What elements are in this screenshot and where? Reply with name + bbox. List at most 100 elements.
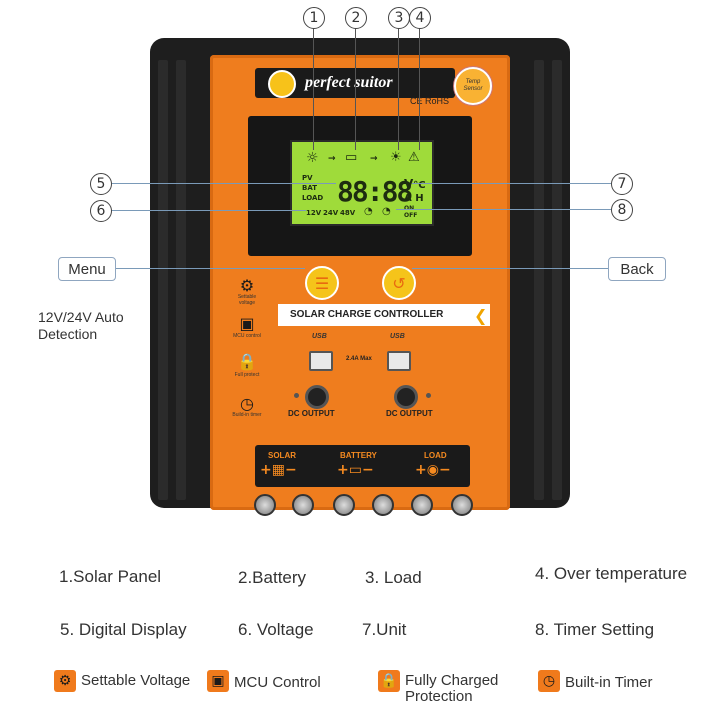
terminal-battery-label: BATTERY bbox=[340, 451, 377, 460]
dc-output-label: DC OUTPUT bbox=[288, 409, 335, 418]
battery-icon: ▭ bbox=[345, 150, 358, 165]
heatsink-fin bbox=[534, 60, 544, 500]
lcd-on: ON bbox=[404, 205, 414, 212]
certifications: CE RoHS bbox=[410, 96, 450, 106]
chevron-left-icon: ❮ bbox=[474, 306, 488, 325]
legend-item: 6. Voltage bbox=[238, 620, 314, 639]
feature-label: MCU Control bbox=[234, 674, 321, 691]
callout-line bbox=[313, 28, 314, 150]
sun-logo-icon bbox=[268, 70, 296, 98]
menu-icon: ☰ bbox=[314, 273, 330, 293]
led-indicator bbox=[426, 393, 431, 398]
terminal-screw[interactable] bbox=[411, 494, 433, 516]
back-icon: ↺ bbox=[392, 273, 406, 293]
terminal-screw[interactable] bbox=[292, 494, 314, 516]
callout-7: 7 bbox=[611, 173, 633, 195]
timer-icon: ◔ bbox=[364, 206, 373, 217]
back-button[interactable]: ↺ bbox=[382, 266, 416, 300]
lcd-24v: 24V bbox=[323, 209, 339, 217]
lock-icon: 🔒 bbox=[378, 670, 400, 692]
callout-line bbox=[412, 268, 608, 269]
terminal-screw[interactable] bbox=[372, 494, 394, 516]
usb-port-left[interactable] bbox=[309, 351, 333, 371]
lcd-load-label: LOAD bbox=[302, 194, 324, 202]
panel-title: SOLAR CHARGE CONTROLLER bbox=[290, 309, 444, 320]
callout-line bbox=[419, 28, 420, 150]
terminal-load-label: LOAD bbox=[424, 451, 447, 460]
callout-line bbox=[412, 183, 611, 184]
menu-button[interactable]: ☰ bbox=[305, 266, 339, 300]
lcd-12v: 12V bbox=[306, 209, 322, 217]
legend-item: 3. Load bbox=[365, 568, 422, 587]
gear-icon: ⚙ bbox=[239, 275, 255, 295]
terminal-screw[interactable] bbox=[254, 494, 276, 516]
heatsink-fin bbox=[176, 60, 186, 500]
callout-line bbox=[111, 210, 306, 211]
lcd-unit-c: °C bbox=[413, 180, 426, 191]
solar-panel-icon: +▦− bbox=[260, 462, 297, 478]
solar-panel-icon: ☼ bbox=[306, 150, 319, 166]
dc-output-jack-left[interactable] bbox=[305, 385, 329, 409]
side-label: MCU control bbox=[233, 333, 261, 339]
side-label: Settable voltage bbox=[237, 294, 257, 306]
auto-detection-note: 12V/24V Auto Detection bbox=[38, 309, 124, 342]
usb-label: USB bbox=[312, 333, 327, 340]
heatsink-fin bbox=[552, 60, 562, 500]
usb-max: 2.4A Max bbox=[346, 356, 372, 362]
arrow-right-icon: → bbox=[370, 154, 378, 164]
legend-item: 7.Unit bbox=[362, 620, 407, 639]
load-icon: +◉− bbox=[415, 462, 451, 478]
side-label: Full protect bbox=[234, 372, 260, 378]
feature-label: Built-in Timer bbox=[565, 674, 653, 691]
usb-label: USB bbox=[390, 333, 405, 340]
terminal-screw[interactable] bbox=[333, 494, 355, 516]
lcd-bat-label: BAT bbox=[302, 184, 317, 192]
clock-icon: ◷ bbox=[538, 670, 560, 692]
terminal-screw[interactable] bbox=[451, 494, 473, 516]
feature-label: Fully Charged Protection bbox=[405, 672, 499, 705]
gear-icon: ⚙ bbox=[54, 670, 76, 692]
temp-sensor: Temp Sensor bbox=[454, 67, 492, 105]
callout-line bbox=[115, 268, 305, 269]
dc-output-jack-right[interactable] bbox=[394, 385, 418, 409]
menu-callout: Menu bbox=[58, 257, 116, 281]
legend-item: 8. Timer Setting bbox=[535, 620, 655, 639]
dc-output-label: DC OUTPUT bbox=[386, 409, 433, 418]
label-bar bbox=[278, 304, 490, 326]
legend-item: 5. Digital Display bbox=[60, 620, 187, 639]
lcd-unit-ah: A H bbox=[404, 193, 424, 204]
legend-item: 1.Solar Panel bbox=[59, 567, 162, 586]
callout-6: 6 bbox=[90, 200, 112, 222]
side-label: Build-in timer bbox=[232, 412, 262, 418]
feature-label: Settable Voltage bbox=[81, 672, 191, 689]
callout-5: 5 bbox=[90, 173, 112, 195]
callout-8: 8 bbox=[611, 199, 633, 221]
load-bulb-icon: ☀ bbox=[390, 150, 402, 165]
lcd-digits: 88:88 bbox=[337, 175, 413, 208]
terminal-bar bbox=[255, 445, 470, 487]
lcd-48v: 48V bbox=[340, 209, 356, 217]
brand-name: perfect suitor bbox=[305, 74, 393, 91]
timer-icon: ◔ bbox=[382, 206, 391, 217]
back-callout: Back bbox=[608, 257, 666, 281]
callout-2: 2 bbox=[345, 7, 367, 29]
heatsink-fin bbox=[158, 60, 168, 500]
chip-icon: ▣ bbox=[239, 313, 255, 333]
callout-4: 4 bbox=[409, 7, 431, 29]
callout-line bbox=[398, 28, 399, 150]
lcd-unit-v: V bbox=[404, 177, 414, 191]
legend-item: 4. Over temperature bbox=[535, 564, 688, 583]
led-indicator bbox=[294, 393, 299, 398]
clock-icon: ◷ bbox=[240, 393, 254, 413]
terminal-solar-label: SOLAR bbox=[268, 451, 296, 460]
usb-port-right[interactable] bbox=[387, 351, 411, 371]
callout-1: 1 bbox=[303, 7, 325, 29]
callout-line bbox=[396, 209, 611, 210]
arrow-right-icon: → bbox=[328, 154, 336, 164]
callout-line bbox=[111, 183, 336, 184]
lcd-pv-label: PV bbox=[302, 174, 313, 182]
legend-item: 2.Battery bbox=[238, 568, 307, 587]
callout-line bbox=[355, 28, 356, 150]
lock-icon: 🔒 bbox=[237, 351, 257, 371]
warning-icon: ⚠ bbox=[408, 150, 420, 165]
